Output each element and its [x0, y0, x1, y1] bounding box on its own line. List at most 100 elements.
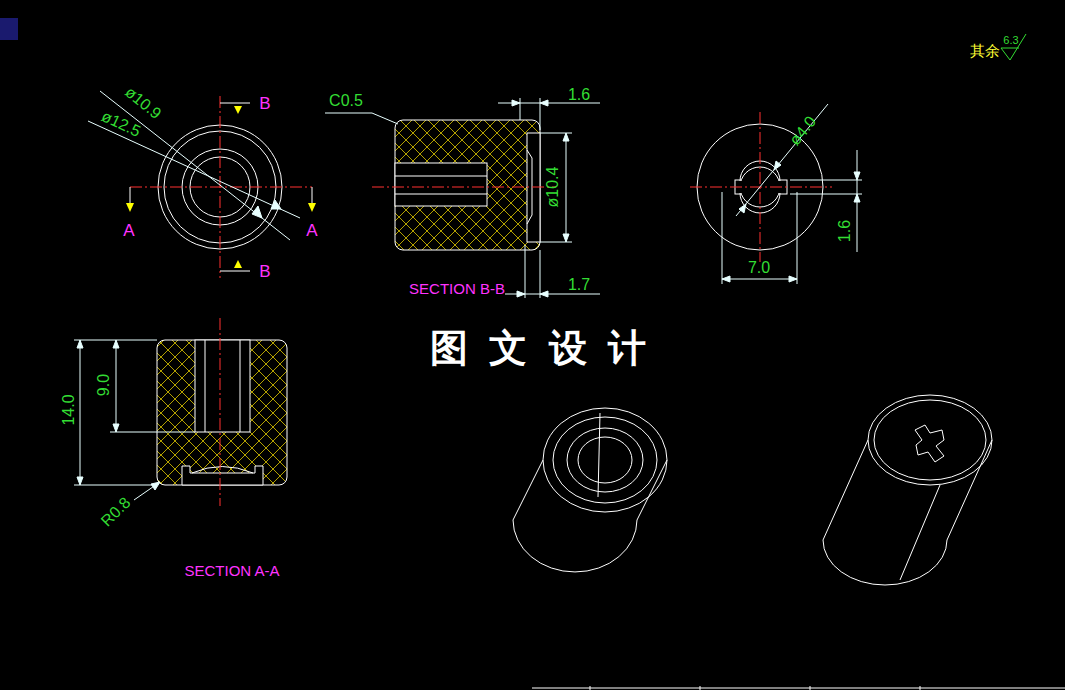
- roughness-value: 6.3: [1003, 35, 1018, 46]
- dimension-line: [74, 340, 195, 500]
- dimension-line: [77, 340, 83, 348]
- leader-line: [271, 200, 281, 209]
- center-line: [220, 96, 221, 278]
- dimension-line: [790, 180, 862, 181]
- dimension-line: [854, 172, 860, 180]
- isometric-view: [823, 440, 868, 540]
- section-marker: [220, 271, 250, 272]
- section-a-a: [157, 340, 287, 485]
- section-title: SECTION B-B: [409, 281, 505, 296]
- dimension-line: [540, 250, 541, 298]
- dimension-line: [116, 340, 117, 432]
- dimension-line: [722, 279, 797, 280]
- section-a-a: [195, 340, 250, 432]
- title-block-edge: [532, 688, 1065, 689]
- watermark: 图 文 设 计: [430, 329, 650, 367]
- section-marker: [126, 203, 134, 212]
- roughness-symbol: [1001, 34, 1026, 60]
- isometric-view: [553, 417, 657, 503]
- section-a-a: [182, 466, 263, 485]
- isometric-view: [567, 428, 643, 492]
- dimension-line: [566, 133, 567, 242]
- title-block-edge: [920, 686, 921, 690]
- dimension-line: [540, 100, 548, 106]
- roughness-symbol: [1001, 48, 1019, 49]
- isometric-view: [823, 540, 947, 585]
- section-letter: A: [306, 222, 317, 239]
- section-a-a: [192, 467, 253, 474]
- dimension-line: [722, 276, 730, 282]
- isometric-view: [823, 395, 992, 585]
- title-block-edge: [700, 686, 701, 690]
- isometric-view: [915, 425, 944, 462]
- dimension-text: ø4.0: [787, 114, 820, 149]
- dimension-line: [74, 485, 157, 486]
- leader-line: [252, 206, 262, 218]
- dimension-line: [739, 204, 746, 213]
- dimension-text: R0.8: [98, 494, 133, 529]
- section-a-a: [240, 340, 241, 432]
- section-b-b: [395, 194, 487, 195]
- dimension-line: [134, 482, 160, 500]
- dimension-text: 1.6: [837, 220, 853, 242]
- dimension-line: [151, 482, 160, 490]
- dimension-line: [797, 192, 798, 284]
- center-line: [130, 187, 312, 188]
- dimension-text: ø12.5: [99, 108, 143, 140]
- section-marker: [312, 187, 313, 203]
- center-line: [372, 187, 556, 188]
- dimension-text: 7.0: [748, 260, 770, 276]
- dimension-text: 1.6: [568, 87, 590, 103]
- leader-line: [88, 91, 300, 240]
- isometric-view: [598, 413, 600, 497]
- dimension-text: 1.7: [568, 277, 590, 293]
- dimension-line: [325, 98, 600, 298]
- title-block-edge: [810, 686, 811, 690]
- dimension-text: ø10.9: [122, 84, 164, 122]
- roughness-symbol: [1001, 34, 1026, 60]
- dimension-line: [517, 291, 525, 297]
- dimension-line: [736, 104, 828, 216]
- dimension-line: [77, 477, 83, 485]
- dimension-line: [563, 133, 569, 141]
- note: 其余: [970, 43, 1000, 58]
- dimension-line: [325, 113, 398, 124]
- leader-line: [88, 121, 300, 218]
- section-title: SECTION A-A: [184, 563, 279, 578]
- section-b-b: [395, 163, 487, 206]
- dimension-line: [80, 340, 81, 485]
- section-marker: [220, 103, 250, 104]
- isometric-view: [513, 460, 543, 520]
- dimension-line: [110, 432, 195, 433]
- dimension-line: [563, 234, 569, 242]
- section-a-a: [157, 340, 287, 485]
- dimension-line: [512, 100, 520, 106]
- isometric-view: [637, 460, 667, 520]
- isometric-view: [513, 408, 667, 572]
- dimension-line: [722, 192, 723, 284]
- dimension-line: [520, 98, 521, 120]
- title-block-edge: [590, 686, 591, 690]
- dimension-text: C0.5: [329, 93, 363, 109]
- isometric-view: [513, 520, 637, 572]
- section-marker: [234, 260, 242, 268]
- dimension-line: [540, 291, 548, 297]
- dimension-line: [790, 194, 862, 195]
- title-block-edge: [532, 686, 1065, 690]
- center-line: [690, 112, 832, 262]
- section-letter: B: [259, 95, 270, 112]
- dimension-line: [774, 161, 781, 170]
- section-letter: B: [259, 263, 270, 280]
- center-line: [130, 96, 312, 278]
- section-a-a: [205, 340, 206, 432]
- isometric-view: [578, 437, 632, 483]
- dimension-line: [540, 133, 572, 134]
- section-marker: [126, 103, 316, 271]
- leader-line: [100, 91, 290, 240]
- section-marker: [234, 106, 242, 114]
- section-b-b: [395, 176, 487, 177]
- dimension-line: [722, 104, 862, 284]
- dimension-line: [789, 276, 797, 282]
